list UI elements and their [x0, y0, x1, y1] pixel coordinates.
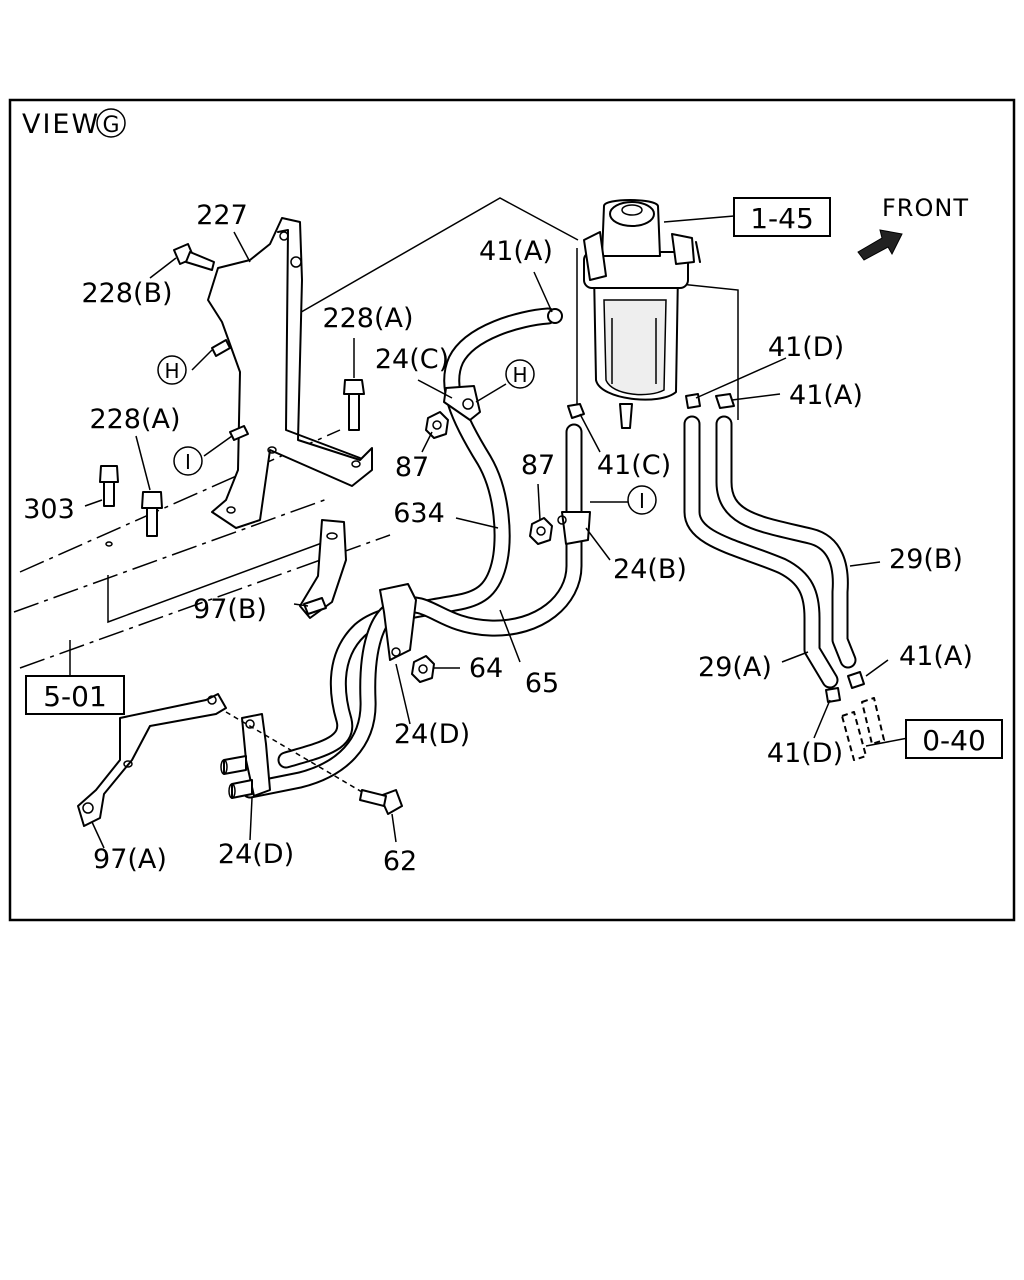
- bolt-303: [99, 465, 119, 547]
- ref-1-45[interactable]: 1-45: [750, 202, 814, 235]
- marker-i-left: I: [173, 446, 203, 476]
- callout-303: 303: [23, 494, 75, 525]
- front-arrow-icon: [857, 229, 903, 261]
- callout-29a: 29(A): [698, 652, 772, 683]
- ref-box-1-45: [733, 197, 831, 237]
- leader-lines: [69, 215, 909, 849]
- bracket-227: [207, 217, 373, 529]
- callout-62: 62: [383, 846, 417, 877]
- callout-97a: 97(A): [93, 844, 167, 875]
- marker-h-mid-text: H: [512, 363, 527, 387]
- marker-i-left-text: I: [185, 450, 191, 474]
- front-label: FRONT: [882, 194, 969, 222]
- bracket-97b: [299, 519, 347, 619]
- marker-h-mid: H: [505, 359, 535, 389]
- bolt-228b: [173, 243, 215, 271]
- callout-97b: 97(B): [193, 594, 267, 625]
- callout-41d-low: 41(D): [767, 738, 843, 769]
- callout-41a-right: 41(A): [789, 380, 863, 411]
- ref-box-5-01: [25, 675, 125, 715]
- stud-h: [211, 339, 231, 357]
- clip-24d-low: [220, 713, 271, 799]
- callout-41a-top: 41(A): [479, 236, 553, 267]
- clamp-41d-low: [825, 687, 841, 703]
- hose-29a: [683, 415, 839, 689]
- nut-87-mid: [529, 517, 553, 545]
- callout-87-mid: 87: [521, 450, 555, 481]
- marker-i-right-text: I: [639, 489, 645, 513]
- callout-228a-top: 228(A): [322, 303, 413, 334]
- clamp-41a-right: [715, 393, 735, 409]
- ref-0-40[interactable]: 0-40: [922, 724, 986, 757]
- callout-29b: 29(B): [889, 544, 963, 575]
- stud-i: [229, 425, 249, 441]
- tank-fittings: [841, 697, 885, 761]
- callout-41d-right: 41(D): [768, 332, 844, 363]
- view-label: VIEW: [22, 109, 100, 140]
- view-letter-circle: [96, 108, 126, 138]
- clamp-41a-top: [547, 308, 563, 324]
- callout-228a-left: 228(A): [89, 404, 180, 435]
- callout-634: 634: [393, 498, 445, 529]
- nut-64: [411, 655, 435, 683]
- ref-5-01[interactable]: 5-01: [43, 680, 107, 713]
- ref-box-0-40: [905, 719, 1003, 759]
- diagram-frame: [8, 98, 1016, 922]
- callout-24c: 24(C): [375, 344, 449, 375]
- marker-i-right: I: [627, 485, 657, 515]
- marker-h-left: H: [157, 355, 187, 385]
- callout-228b: 228(B): [81, 278, 172, 309]
- callout-65: 65: [525, 668, 559, 699]
- clamp-41a-low: [847, 671, 865, 689]
- callout-24b: 24(B): [613, 554, 687, 585]
- callout-87-left: 87: [395, 452, 429, 483]
- callout-24d-mid: 24(D): [394, 719, 470, 750]
- clamp-41d-right: [685, 393, 701, 409]
- clip-24c: [443, 385, 481, 421]
- bolt-62: [225, 711, 403, 815]
- hose-29b: [715, 415, 857, 669]
- bracket-97a: [77, 693, 227, 827]
- fuel-filter-assembly: [583, 199, 701, 429]
- callout-41c: 41(C): [597, 450, 671, 481]
- callout-41a-low: 41(A): [899, 641, 973, 672]
- view-letter: G: [102, 113, 119, 138]
- nut-87-left: [425, 411, 449, 439]
- callout-64: 64: [469, 653, 503, 684]
- callout-227: 227: [196, 200, 248, 231]
- bolt-228a-left: [141, 491, 163, 537]
- bolt-228a-top: [343, 379, 365, 431]
- clip-24b: [557, 511, 591, 545]
- hose-634: [277, 307, 557, 769]
- marker-h-left-text: H: [164, 359, 179, 383]
- clip-24d-mid: [379, 583, 417, 661]
- callout-24d-low: 24(D): [218, 839, 294, 870]
